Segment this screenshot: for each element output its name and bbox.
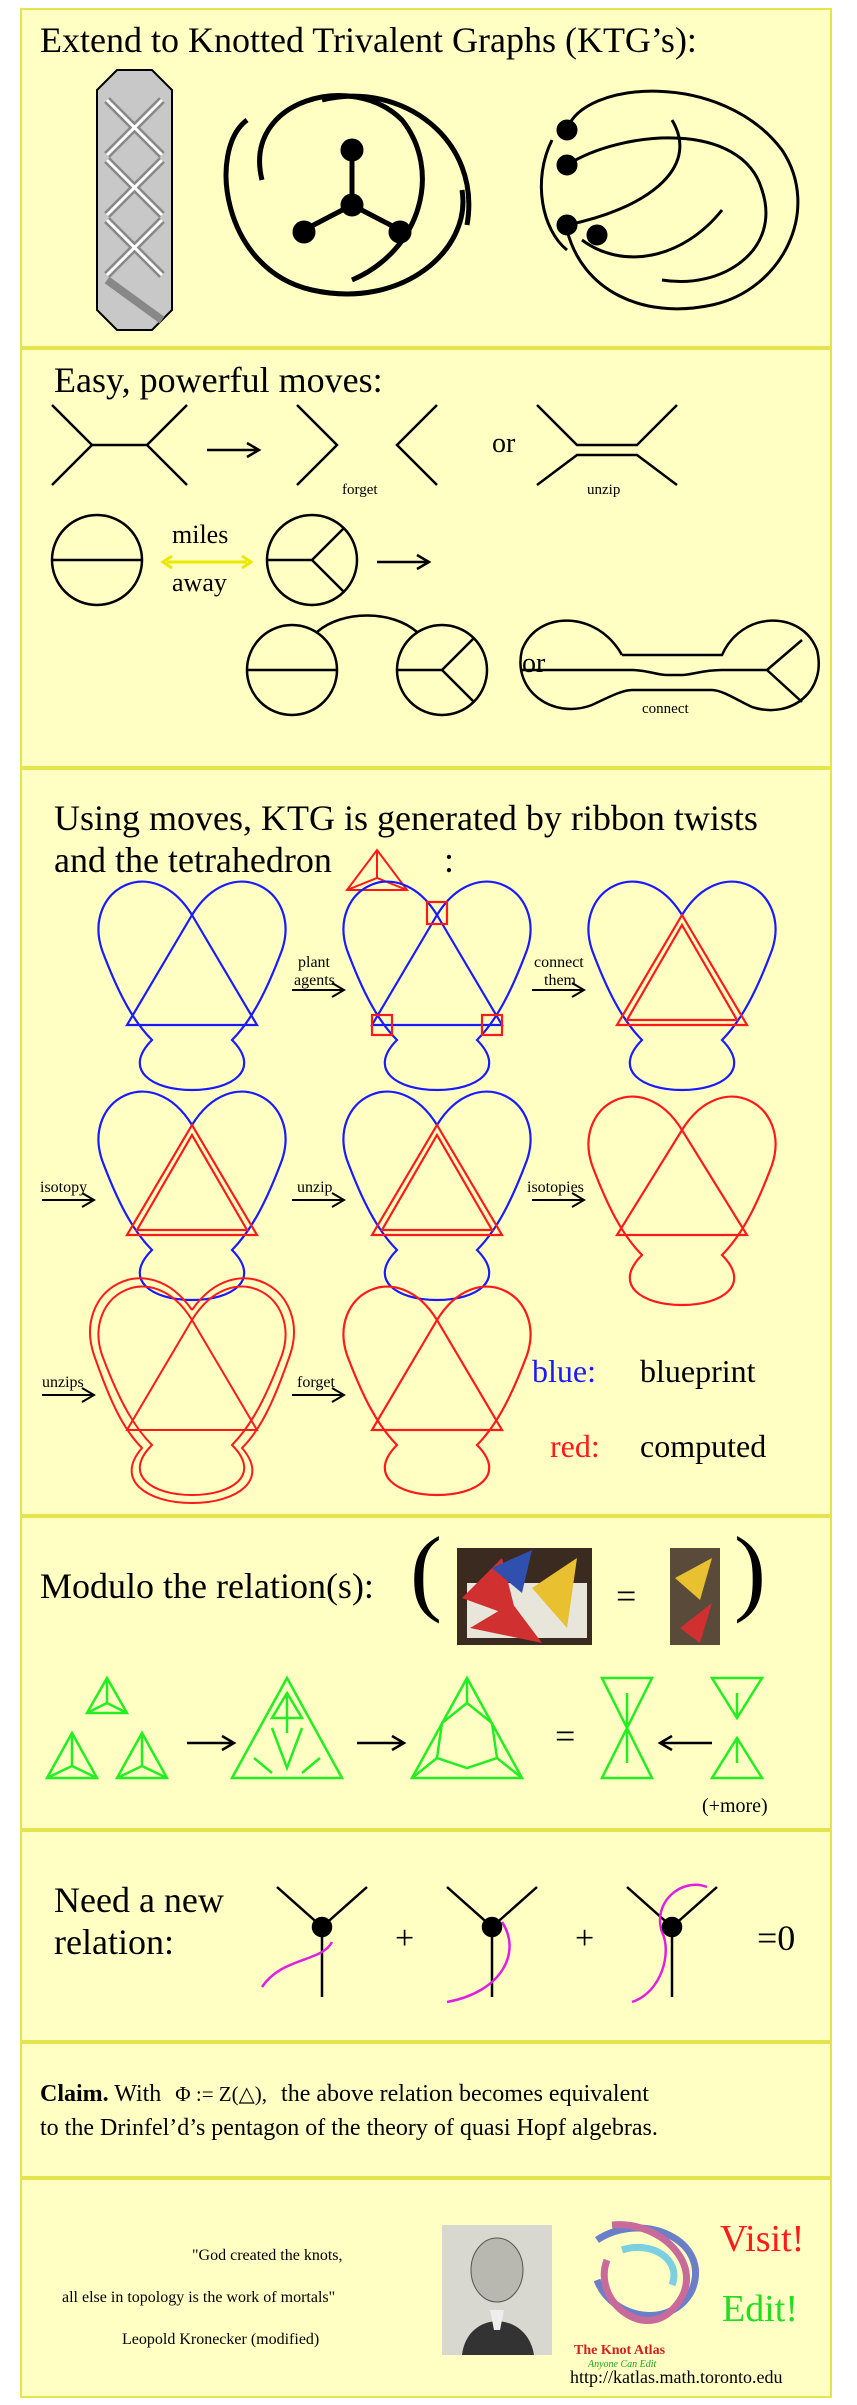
relations-title: Modulo the relation(s): — [40, 1566, 374, 1606]
ktg-title: Extend to Knotted Trivalent Graphs (KTG’… — [40, 20, 697, 60]
computed-graph-3 — [342, 1285, 532, 1497]
claim-rest: the above relation becomes equivalent — [281, 2081, 649, 2107]
blueprint-graph-3 — [587, 880, 777, 1092]
claim-panel: Claim. With Φ := Z(△), the above relatio… — [20, 2042, 832, 2178]
equals-green: = — [555, 1716, 576, 1756]
legend-value-blueprint: blueprint — [640, 1353, 756, 1389]
forget-label-2: forget — [297, 1374, 335, 1391]
arrow-icon — [207, 441, 262, 459]
blueprint-graph-4 — [97, 1090, 287, 1302]
blueprint-graph-2 — [342, 880, 532, 1092]
or-label-1: or — [492, 428, 516, 459]
generation-title-line1: Using moves, KTG is generated by ribbon … — [54, 798, 758, 838]
blueprint-graph-5 — [342, 1090, 532, 1302]
visit-link[interactable]: Visit! — [720, 2218, 805, 2260]
green-tetrahedra-relation — [44, 1675, 765, 1780]
generation-title-line2: and the tetrahedron — [54, 840, 332, 880]
connect-label: connect — [642, 701, 689, 717]
arrow-icon — [292, 982, 346, 998]
equals-photo: = — [616, 1576, 637, 1616]
claim-line2: to the Drinfel’d’s pentagon of the theor… — [40, 2115, 658, 2141]
trefoil-graph-icon — [223, 93, 472, 297]
unzip-label: unzip — [297, 1179, 333, 1196]
vertex-relation-illustration — [260, 1883, 718, 2004]
ribbon-sequence-illustration — [42, 880, 777, 1505]
forget-label: forget — [342, 482, 378, 498]
quote-line2: all else in topology is the work of mort… — [62, 2289, 336, 2306]
claim-with: With — [114, 2081, 162, 2107]
claim-formula: Φ := Z(△), — [175, 2082, 268, 2106]
atlas-panel: "God created the knots, all else in topo… — [20, 2178, 832, 2398]
new-relation-panel: Need a new relation: + + =0 — [20, 1830, 832, 2042]
isotopy-label: isotopy — [40, 1179, 88, 1196]
or-label-2: or — [522, 648, 546, 679]
moves-title: Easy, powerful moves: — [54, 360, 383, 400]
knot-atlas-logo — [574, 2212, 704, 2342]
more-label: (+more) — [702, 1795, 768, 1817]
ktg-panel: Extend to Knotted Trivalent Graphs (KTG’… — [20, 8, 832, 348]
complex-knotted-graph-icon — [539, 89, 800, 311]
claim-bold: Claim. — [40, 2081, 109, 2107]
plus-1: + — [395, 1920, 415, 1957]
legend-value-computed: computed — [640, 1428, 767, 1464]
double-arrow-icon — [160, 554, 254, 570]
quote-line1: "God created the knots, — [192, 2247, 343, 2264]
paren-open: ( — [410, 1517, 442, 1624]
legend-key-red: red: — [550, 1428, 600, 1464]
agents-label: agents — [294, 972, 335, 989]
miles-label: miles — [172, 520, 229, 549]
logo-subtitle: Anyone Can Edit — [588, 2359, 657, 2370]
isotopies-label: isotopies — [527, 1179, 584, 1196]
moves-panel: Easy, powerful moves: — [20, 348, 832, 768]
kronecker-portrait — [442, 2225, 552, 2355]
new-relation-line1: Need a new — [54, 1880, 224, 1920]
relations-panel: Modulo the relation(s): ( ) = — [20, 1516, 832, 1830]
braided-ribbon-icon — [96, 69, 173, 331]
quote-author: Leopold Kronecker (modified) — [122, 2331, 320, 2348]
claim-line1: Claim. With Φ := Z(△), the above relatio… — [40, 2082, 649, 2106]
unzip-label: unzip — [587, 482, 621, 498]
h-graph-icon — [51, 404, 188, 486]
unzip-result-icon — [536, 404, 678, 486]
atlas-url[interactable]: http://katlas.math.toronto.edu — [570, 2367, 783, 2387]
new-relation-line2: relation: — [54, 1922, 174, 1962]
generation-title-colon: : — [444, 840, 455, 880]
tetrahedron-icon — [345, 848, 409, 891]
blueprint-graph-1 — [97, 880, 287, 1092]
computed-graph-1 — [587, 1095, 777, 1307]
plus-2: + — [575, 1920, 595, 1957]
legend-key-blue: blue: — [532, 1353, 596, 1389]
logo-title: The Knot Atlas — [574, 2343, 666, 2358]
connect-them-label: connect — [534, 954, 584, 971]
away-label: away — [172, 568, 227, 597]
tetrahedra-photo — [457, 1548, 720, 1645]
generation-panel: Using moves, KTG is generated by ribbon … — [20, 768, 832, 1516]
paren-close: ) — [734, 1517, 766, 1624]
them-label: them — [544, 972, 576, 989]
equals-zero: =0 — [757, 1918, 796, 1958]
forget-result-icon — [296, 404, 438, 486]
moves-illustration — [50, 404, 820, 717]
computed-graph-2 — [89, 1277, 295, 1505]
knotted-graphs-illustration — [96, 69, 800, 331]
edit-link[interactable]: Edit! — [722, 2288, 798, 2330]
plant-label: plant — [298, 954, 330, 971]
unzips-label: unzips — [42, 1374, 84, 1391]
